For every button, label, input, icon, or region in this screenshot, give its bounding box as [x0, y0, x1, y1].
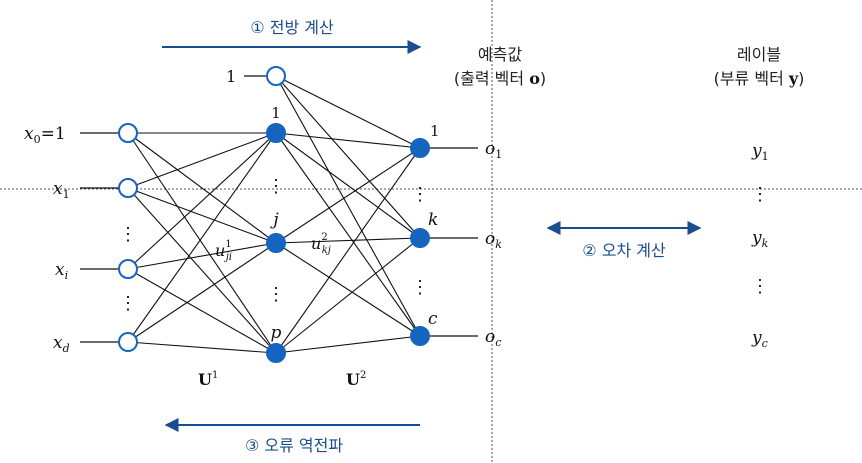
hidden-ellipsis-2: ⋮ — [267, 284, 285, 305]
input-label-xd: xd — [53, 333, 70, 355]
edge-input-hidden — [127, 132, 277, 270]
output-node-c — [410, 326, 430, 346]
input-node-x1 — [118, 178, 138, 198]
input-ellipsis-1: ⋮ — [119, 224, 137, 245]
edge-hidden-output — [275, 242, 421, 337]
label-subtitle: (부류 벡터 y) — [714, 69, 805, 88]
hidden-label-1: 1 — [271, 104, 281, 122]
edge-input-hidden — [127, 268, 277, 354]
edge-input-hidden — [127, 187, 277, 354]
label-title: 레이블 — [737, 45, 781, 64]
output-label-k: k — [428, 210, 438, 230]
output-label-c: c — [428, 309, 438, 329]
edge-hidden-output — [275, 75, 421, 337]
hidden-bias-label: 1 — [226, 67, 236, 86]
output-label-1: 1 — [430, 122, 440, 140]
weight-matrix-U1: U1 — [198, 370, 218, 389]
input-node-xd — [118, 332, 138, 352]
output-value-ok: ok — [485, 229, 502, 251]
edge-input-hidden — [127, 187, 277, 244]
edge-hidden-output — [275, 132, 421, 337]
hidden-bias-node — [266, 66, 286, 86]
output-node-1 — [410, 138, 430, 158]
label-value-yc: yc — [751, 328, 768, 350]
edge-hidden-output — [275, 75, 421, 239]
connection-lines — [127, 75, 421, 354]
hidden-node-p — [266, 343, 286, 363]
input-node-x0 — [118, 123, 138, 143]
input-label-x1: x1 — [53, 179, 70, 201]
hidden-layer — [266, 66, 286, 363]
edge-hidden-output — [275, 132, 421, 149]
input-ellipsis-2: ⋮ — [119, 293, 137, 314]
prediction-subtitle: (출력 벡터 o) — [454, 69, 546, 88]
prediction-title: 예측값 — [478, 45, 522, 64]
output-layer — [410, 138, 430, 346]
input-stub-lines — [80, 75, 478, 343]
edge-hidden-output — [275, 132, 421, 239]
backward-step-label: ③ 오류 역전파 — [245, 436, 343, 455]
edge-hidden-output — [275, 335, 421, 354]
input-layer — [118, 123, 138, 352]
edge-hidden-output — [275, 147, 421, 354]
edge-input-hidden — [127, 132, 277, 354]
edge-hidden-output — [275, 147, 421, 244]
edge-input-hidden — [127, 132, 277, 244]
hidden-label-p: p — [271, 323, 282, 343]
output-value-o1: o1 — [485, 139, 502, 161]
edge-input-hidden — [127, 132, 277, 343]
label-value-y1: y1 — [751, 141, 769, 163]
edge-hidden-output — [275, 237, 421, 244]
edge-hidden-output — [275, 75, 421, 149]
label-value-yk: yk — [751, 228, 769, 250]
edge-input-hidden — [127, 341, 277, 354]
label-ellipsis-1: ⋮ — [751, 184, 769, 205]
output-ellipsis-1: ⋮ — [411, 184, 429, 205]
output-ellipsis-2: ⋮ — [411, 277, 429, 298]
hidden-label-j: j — [269, 210, 279, 230]
input-node-xi — [118, 259, 138, 279]
output-value-oc: oc — [485, 327, 501, 349]
input-label-x0: x0=1 — [24, 124, 66, 146]
edge-input-hidden — [127, 242, 277, 343]
hidden-node-1 — [266, 123, 286, 143]
hidden-ellipsis-1: ⋮ — [267, 176, 285, 197]
label-ellipsis-2: ⋮ — [751, 276, 769, 297]
edge-input-hidden — [127, 132, 277, 189]
edge-input-hidden — [127, 242, 277, 270]
edge-hidden-output — [275, 237, 421, 354]
output-node-k — [410, 228, 430, 248]
input-label-xi: xi — [55, 260, 68, 282]
error-step-label: ② 오차 계산 — [582, 241, 666, 260]
hidden-node-j — [266, 233, 286, 253]
weight-matrix-U2: U2 — [346, 370, 366, 389]
forward-step-label: ① 전방 계산 — [250, 18, 334, 37]
